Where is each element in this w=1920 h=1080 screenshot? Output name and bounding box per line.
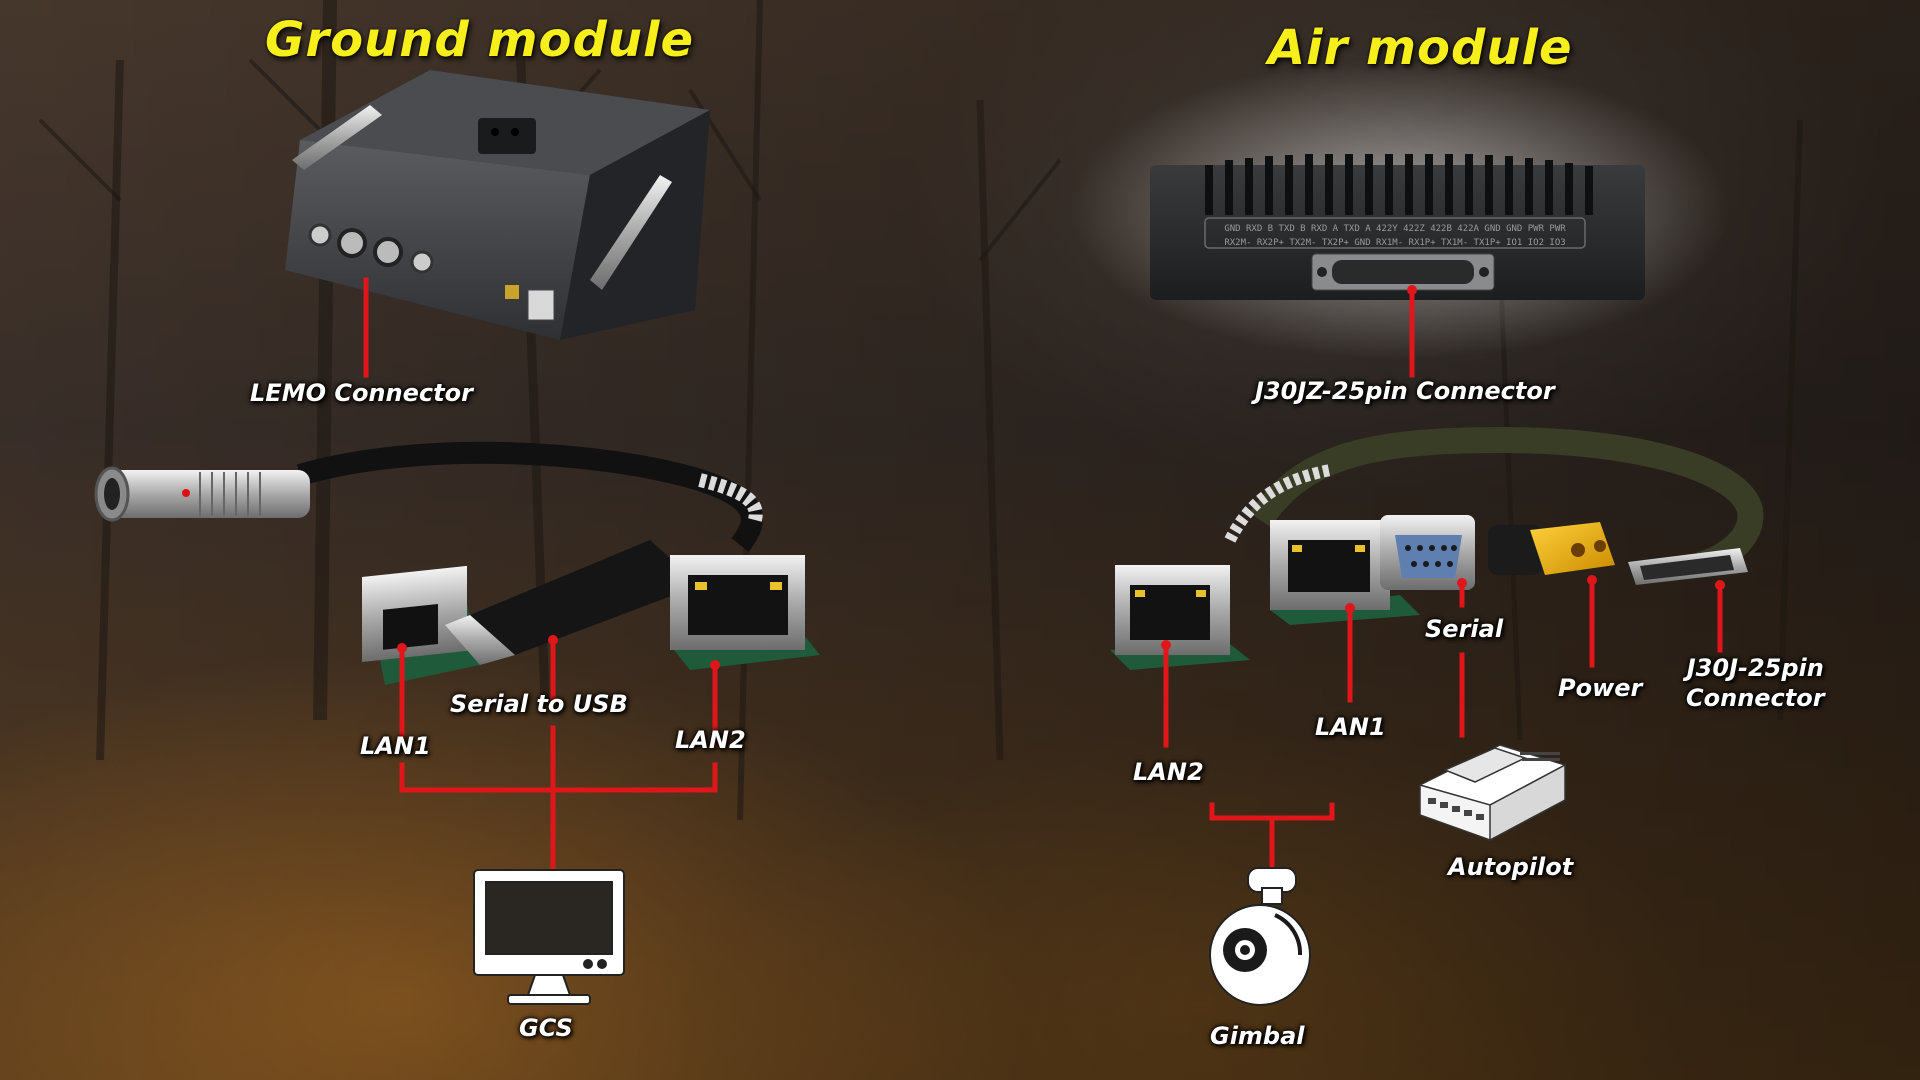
j30j-plug-icon <box>1628 548 1748 585</box>
air-lan1-label: LAN1 <box>1315 713 1386 741</box>
air-module-title: Air module <box>1268 20 1573 76</box>
xt60-power-icon <box>1488 522 1615 575</box>
gimbal-label: Gimbal <box>1210 1022 1305 1050</box>
db9-serial-icon <box>1380 515 1475 590</box>
air-module-device: GND RXD B TXD B RXD A TXD A 422Y 422Z 42… <box>1070 60 1730 360</box>
air-serial-label: Serial <box>1425 615 1504 643</box>
ground-cable-assembly <box>94 441 820 685</box>
air-cable-assembly <box>1110 426 1764 670</box>
gcs-label: GCS <box>519 1014 573 1042</box>
rj45-jack-icon <box>362 565 480 685</box>
pinout-row-1: GND RXD B TXD B RXD A TXD A 422Y 422Z 42… <box>1224 224 1566 234</box>
j30j-connector-label-line2: Connector <box>1686 684 1825 712</box>
serial-to-usb-label: Serial to USB <box>450 690 628 718</box>
gimbal-icon <box>1209 867 1311 1006</box>
connector-lines <box>363 277 1723 873</box>
air-lan2-label: LAN2 <box>1133 758 1204 786</box>
j30jz-connector-label: J30JZ-25pin Connector <box>1255 377 1555 405</box>
lemo-connector-label: LEMO Connector <box>250 379 473 407</box>
ground-lan2-label: LAN2 <box>675 726 746 754</box>
j30j-connector-label: J30J-25pin Connector <box>1686 653 1825 713</box>
usb-plug-icon <box>445 540 700 665</box>
heatsink-fins <box>1205 154 1593 215</box>
ground-module-device <box>285 70 710 340</box>
j30j-connector-label-line1: J30J-25pin <box>1686 654 1824 682</box>
rj45-jack-icon <box>670 555 820 670</box>
lemo-plug-icon <box>94 466 310 522</box>
connector-line-dots <box>397 285 1725 670</box>
lemo-ports <box>308 223 434 274</box>
rj45-jack-icon <box>1270 520 1420 625</box>
rj45-jack-icon <box>1110 565 1250 670</box>
ground-lan1-label: LAN1 <box>360 732 431 760</box>
monitor-icon <box>473 869 625 1005</box>
air-power-label: Power <box>1558 674 1643 702</box>
autopilot-label: Autopilot <box>1448 853 1574 881</box>
autopilot-icon <box>1417 744 1567 842</box>
ground-module-title: Ground module <box>265 12 694 68</box>
pinout-row-2: RX2M- RX2P+ TX2M- TX2P+ GND RX1M- RX1P+ … <box>1224 238 1565 248</box>
